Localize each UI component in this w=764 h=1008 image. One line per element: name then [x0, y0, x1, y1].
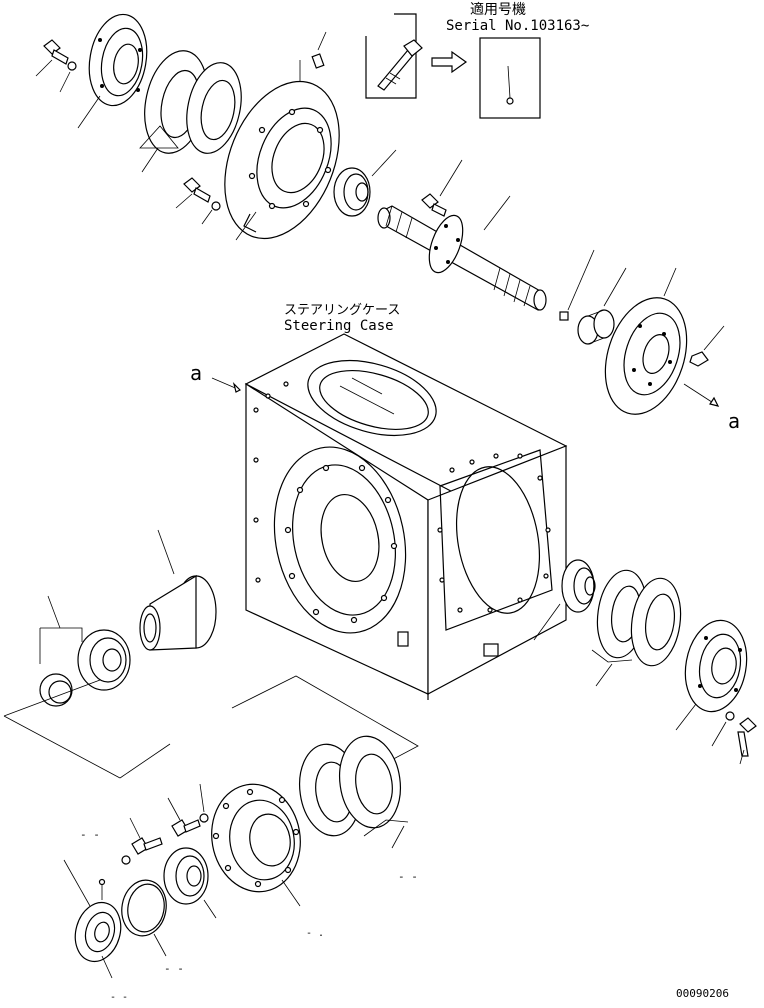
- svg-text:- .: - .: [306, 928, 324, 939]
- washer-mid-left: [211, 201, 221, 211]
- bearing-bottom: [163, 847, 209, 905]
- snap-ring-bottom: [121, 879, 167, 937]
- dowel-pin: [311, 53, 325, 69]
- small-pin: [559, 311, 569, 321]
- bolt-right: [737, 717, 757, 757]
- bevel-gear: [604, 297, 688, 415]
- case-label-jp: ステアリングケース: [284, 303, 400, 318]
- bearing-race-left: [39, 673, 73, 707]
- washer-bottom-1: [199, 813, 209, 823]
- serial-number-label: Serial No.103163~: [446, 18, 589, 34]
- detail-nut: [506, 97, 514, 105]
- bearing-left: [77, 629, 131, 691]
- svg-text:- -: - -: [398, 870, 418, 883]
- bearing-bracket: [39, 627, 83, 664]
- shim-set-top-left: [144, 50, 242, 154]
- svg-text:- -: - -: [110, 992, 128, 1003]
- shim-callout: [139, 125, 179, 149]
- view-marker-left: a: [190, 361, 202, 385]
- lock-nut-bottom: [74, 901, 122, 963]
- shim-set-bottom: [299, 735, 401, 837]
- case-label-en: Steering Case: [284, 318, 394, 334]
- steering-case-body: [244, 333, 568, 700]
- washer-top-left: [67, 61, 77, 71]
- shim-set-right: [596, 569, 682, 667]
- svg-text:- -: - -: [164, 962, 184, 975]
- pinion-shaft: [377, 205, 547, 311]
- bearing-retainer-plate: [224, 80, 340, 240]
- gear-nut: [689, 351, 709, 367]
- bearing-cage-right: [684, 619, 748, 713]
- flange-bolt: [421, 193, 447, 217]
- bearing-right: [561, 559, 596, 613]
- bolt-bottom-1: [171, 819, 201, 837]
- callout-bracket: [365, 13, 417, 99]
- washer-right: [725, 711, 735, 721]
- serial-detail-box: [479, 37, 541, 119]
- long-bolt-top: [377, 39, 423, 91]
- washer-bottom-2: [121, 855, 131, 865]
- drawing-number: 00090206: [676, 987, 729, 1000]
- bearing-cage-top-left: [88, 13, 148, 107]
- view-marker-right: a: [728, 409, 740, 433]
- assembly-bracket-left: [3, 679, 121, 779]
- lock-pin: [98, 878, 106, 886]
- gear-carrier-left: [139, 574, 217, 651]
- arrow-to-detail: [431, 50, 468, 74]
- bearing-top: [333, 167, 371, 217]
- bolt-top-left: [43, 39, 69, 65]
- bearing-cage-bottom: [211, 783, 301, 893]
- spacer-collar: [577, 309, 615, 345]
- detail-leader: [507, 65, 511, 99]
- applicable-serial-jp: 適用号機: [470, 1, 526, 18]
- bolt-mid-left: [183, 177, 211, 203]
- svg-text:- -: - -: [80, 828, 100, 841]
- bolt-bottom-2: [131, 837, 163, 855]
